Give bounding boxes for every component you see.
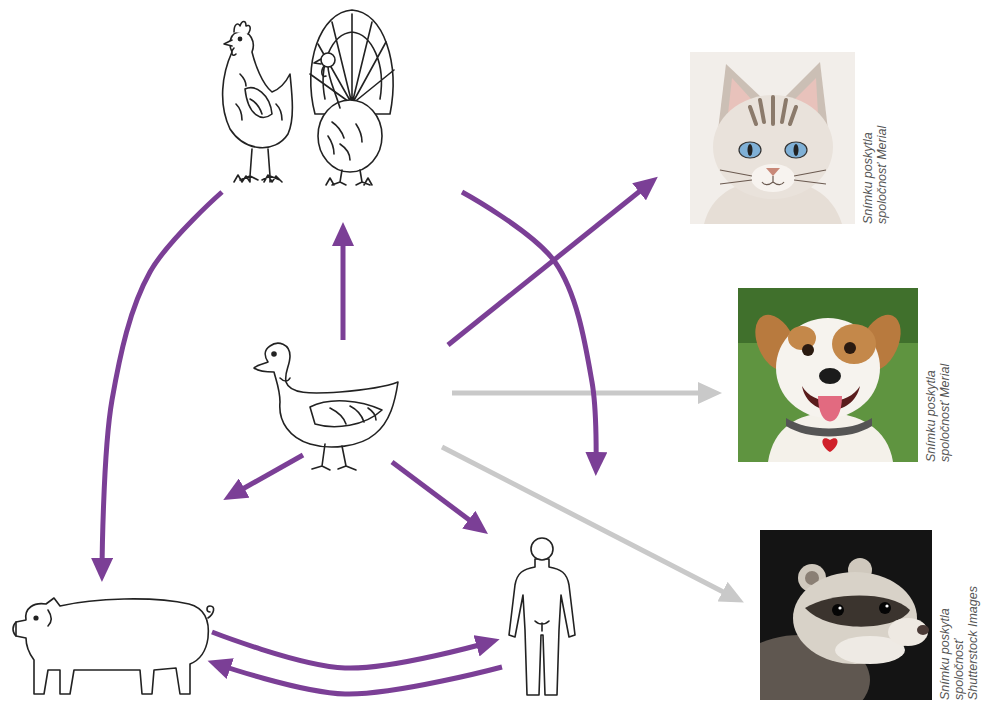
chicken-wattle xyxy=(232,48,236,55)
turkey-feathers xyxy=(328,122,362,160)
duck-figure xyxy=(250,332,400,472)
cat-pupil xyxy=(794,144,799,156)
ferret-snout xyxy=(888,618,928,646)
duck-drawing xyxy=(254,343,398,470)
transmission-arrow xyxy=(442,447,735,598)
turkey-fan-feathers xyxy=(310,14,394,104)
eye-highlight xyxy=(838,606,841,609)
transmission-arrow xyxy=(217,664,502,694)
ferret-head xyxy=(793,572,917,664)
dog-nose xyxy=(819,368,841,384)
photo-ground xyxy=(738,288,918,462)
ferret-photo xyxy=(760,530,932,700)
transmission-arrow xyxy=(232,455,303,495)
duck-neck-ring xyxy=(280,378,290,381)
ferret-photo-frame: Snímku poskytla spoločnosť Shutterstock … xyxy=(760,530,982,700)
turkey-beak xyxy=(314,59,326,76)
duck-body xyxy=(254,343,398,447)
ferret-nose xyxy=(917,625,929,635)
cat-stripes xyxy=(750,97,796,124)
connector-group xyxy=(102,183,735,694)
dog-eye xyxy=(802,344,814,356)
transmission-arrow xyxy=(448,183,650,345)
pig-snout-ear xyxy=(16,610,51,636)
human-body xyxy=(509,559,575,695)
transmission-arrow xyxy=(341,232,346,340)
photo-credit: Snímku poskytla spoločnosť Shutterstock … xyxy=(938,570,980,700)
dog-collar xyxy=(786,418,872,437)
cat-head xyxy=(713,95,833,199)
duck-feathers xyxy=(330,406,376,424)
turkey-body xyxy=(318,100,382,172)
duck-eye xyxy=(272,352,276,356)
turkey-head xyxy=(321,53,335,67)
transmission-arrow xyxy=(452,391,712,396)
photo-ground xyxy=(690,52,855,224)
chicken-feathers xyxy=(236,74,282,120)
poultry-figure xyxy=(200,4,400,186)
transmission-arrow xyxy=(212,632,490,668)
turkey-neck xyxy=(328,66,340,108)
duck-wing xyxy=(310,401,382,427)
human-head xyxy=(531,538,553,560)
chicken-legs xyxy=(234,149,282,182)
cat-pupil xyxy=(748,144,753,156)
ferret-eye xyxy=(832,604,844,616)
chicken-wing xyxy=(245,88,272,118)
chicken-comb xyxy=(234,22,250,35)
human-detail xyxy=(535,621,549,631)
dog-photo-frame: Snímku poskytla spoločnosť Merial xyxy=(738,288,954,462)
cat-eye xyxy=(739,142,761,158)
dog-tongue xyxy=(818,396,842,422)
chicken-beak xyxy=(224,40,232,46)
transmission-arrow xyxy=(392,462,480,528)
dog-eye xyxy=(844,342,856,354)
cat-nose xyxy=(766,168,780,176)
cat-photo xyxy=(690,52,855,224)
turkey-legs xyxy=(326,170,372,185)
photo-credit: Snímku poskytla spoločnosť Merial xyxy=(861,104,889,224)
chicken-eye xyxy=(238,37,241,40)
dog-photo xyxy=(738,288,918,462)
dog-tag xyxy=(822,438,837,452)
cat-eye xyxy=(785,142,807,158)
human-drawing xyxy=(509,538,575,695)
poultry-drawing xyxy=(223,10,394,185)
transmission-arrow xyxy=(462,192,596,466)
human-figure xyxy=(495,535,590,701)
pig-eye xyxy=(34,616,38,620)
chicken-body xyxy=(223,32,293,148)
duck-legs xyxy=(312,444,356,470)
cat-photo-frame: Snímku poskytla spoločnosť Merial xyxy=(690,52,891,224)
pig-body xyxy=(13,598,208,694)
ferret-eye xyxy=(879,602,891,614)
photo-credit: Snímku poskytla spoločnosť Merial xyxy=(924,342,952,462)
eye-highlight xyxy=(885,604,888,607)
dog-patch xyxy=(832,324,876,364)
pig-figure xyxy=(4,590,219,700)
cat-mouth xyxy=(720,170,826,185)
pig-drawing xyxy=(13,598,214,694)
transmission-arrow xyxy=(102,192,222,572)
pig-tail xyxy=(207,606,214,618)
